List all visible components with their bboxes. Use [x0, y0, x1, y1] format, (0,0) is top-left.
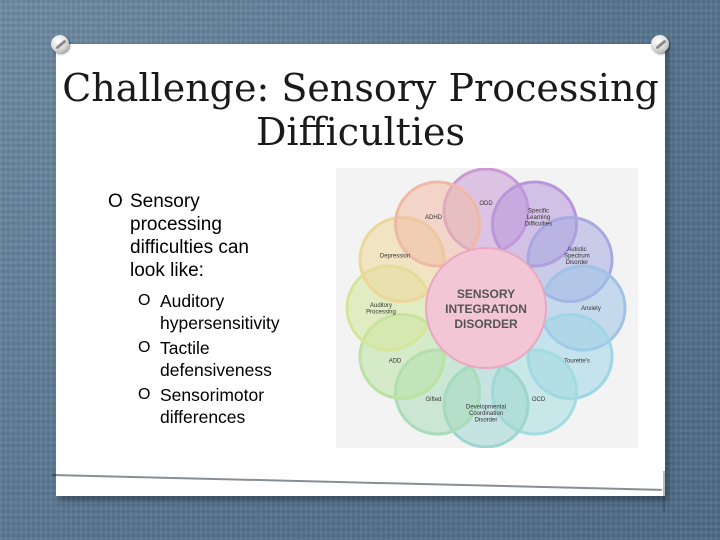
outer-circle-label: Processing — [366, 309, 396, 315]
outer-circle-label: Tourette's — [564, 359, 590, 365]
center-label: SENSORY — [457, 287, 515, 301]
main-bullet-line: processing — [130, 213, 318, 236]
outer-circle-label: Gifted — [425, 397, 441, 403]
outer-circle-label: ADD — [389, 359, 402, 365]
outer-circle-label: Learning — [527, 215, 550, 221]
bullet-marker-icon: O — [138, 337, 150, 359]
bullet-marker-icon: O — [138, 290, 150, 312]
pushpin-icon-left — [51, 35, 69, 53]
main-bullet: O Sensory processing difficulties can lo… — [108, 190, 318, 282]
outer-circle-label: Auditory — [370, 303, 392, 309]
title-line-1: Challenge: Sensory Processing — [56, 66, 665, 110]
outer-circle-label: Disorder — [475, 418, 498, 424]
sub-bullet-line: Auditory — [160, 290, 318, 312]
main-bullet-line: Sensory — [130, 190, 318, 213]
bullet-marker-icon: O — [138, 384, 150, 406]
outer-circle-label: Specific — [528, 209, 549, 215]
bullet-marker-icon: O — [108, 190, 123, 213]
title-line-2: Difficulties — [56, 110, 665, 154]
main-bullet-line: difficulties can — [130, 236, 318, 259]
sub-bullet-line: hypersensitivity — [160, 312, 318, 334]
sub-bullet: O Sensorimotor differences — [138, 384, 318, 428]
sub-bullet-line: differences — [160, 406, 318, 428]
outer-circle-label: Developmental — [466, 405, 506, 411]
outer-circle-label: Autistic — [567, 247, 586, 253]
outer-circle-label: OCD — [532, 397, 546, 403]
sub-bullet-line: defensiveness — [160, 359, 318, 381]
sub-bullet-line: Tactile — [160, 337, 318, 359]
bullet-list: O Sensory processing difficulties can lo… — [108, 190, 318, 431]
outer-circle-label: Depression — [380, 254, 410, 260]
sub-bullet-line: Sensorimotor — [160, 384, 318, 406]
center-label: INTEGRATION — [445, 302, 527, 316]
diagram-svg: ODDSpecificLearningDifficultiesAutisticS… — [336, 168, 638, 448]
outer-circle-label: Spectrum — [564, 254, 590, 260]
outer-circle-label: ADHD — [425, 215, 443, 221]
main-bullet-line: look like: — [130, 259, 318, 282]
outer-circle-label: Anxiety — [581, 306, 601, 312]
sub-bullet-list: O Auditory hypersensitivity O Tactile de… — [108, 290, 318, 428]
center-label: DISORDER — [454, 317, 518, 331]
outer-circle-label: Disorder — [566, 260, 589, 266]
slide-title: Challenge: Sensory Processing Difficulti… — [56, 66, 665, 154]
outer-circle-label: Coordination — [469, 411, 503, 417]
outer-circle-label: ODD — [479, 201, 493, 207]
sub-bullet: O Auditory hypersensitivity — [138, 290, 318, 334]
outer-circle-label: Difficulties — [525, 222, 552, 228]
pushpin-icon-right — [651, 35, 669, 53]
sub-bullet: O Tactile defensiveness — [138, 337, 318, 381]
slide-shadow-right — [663, 471, 665, 511]
